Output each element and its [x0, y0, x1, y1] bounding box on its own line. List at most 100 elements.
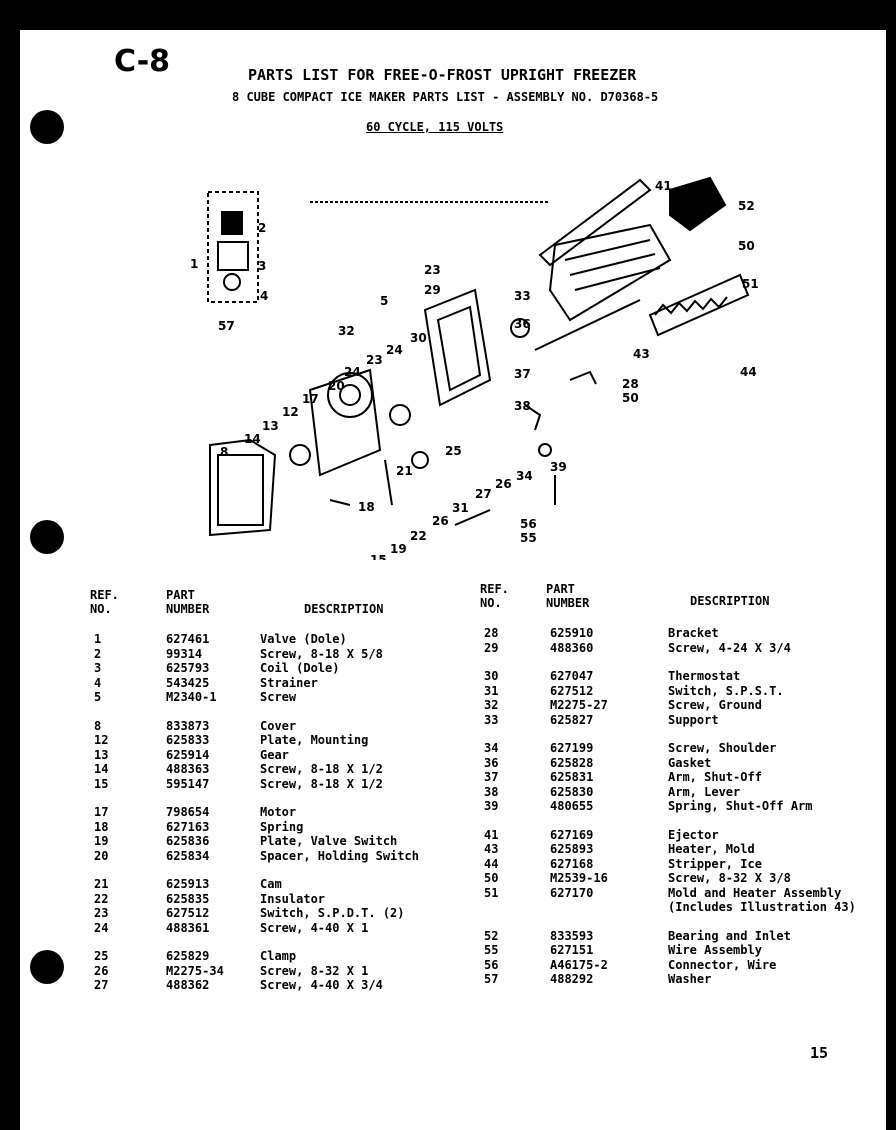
parts-sheet: C-8 PARTS LIST FOR FREE-O-FROST UPRIGHT … — [20, 30, 886, 1130]
callout-56: 56 — [520, 517, 537, 531]
cell-part: 627151 — [550, 943, 594, 957]
cell-desc: Mold and Heater Assembly — [668, 885, 842, 900]
cell-ref: 38 — [484, 784, 499, 799]
callout-24: 24 — [386, 343, 403, 357]
cell-desc: Arm, Lever — [668, 784, 741, 799]
cell-part: A46175-2 — [550, 957, 608, 972]
cell-ref: 33 — [484, 712, 499, 727]
exploded-diagram: 41 52 50 51 1 2 3 4 57 23 29 33 5 36 32 … — [190, 176, 759, 560]
cell-part: 488292 — [550, 972, 594, 986]
cell-part: 627199 — [550, 741, 594, 755]
cell-part: 627170 — [550, 885, 594, 900]
cell-desc: Screw, 8-18 X 1/2 — [260, 776, 383, 791]
cell-ref: 30 — [484, 669, 499, 683]
cell-ref: 13 — [94, 747, 109, 762]
cell-ref: 19 — [94, 834, 109, 848]
cell-part: 543425 — [166, 675, 210, 690]
cell-part: 625910 — [550, 626, 594, 640]
callout-52: 52 — [738, 199, 755, 213]
callout-5: 5 — [380, 294, 388, 308]
callout-19: 19 — [390, 542, 407, 556]
cell-ref: 18 — [94, 819, 109, 834]
cell-ref: 12 — [94, 733, 109, 747]
col-header-description: DESCRIPTION — [690, 594, 770, 608]
cell-desc: Wire Assembly — [668, 943, 762, 957]
callout-26: 26 — [432, 514, 449, 528]
cell-ref: 21 — [94, 877, 109, 891]
cell-desc: Strainer — [260, 675, 318, 690]
cell-part: 625827 — [550, 712, 594, 727]
callout-29: 29 — [424, 283, 441, 297]
cell-desc: Screw, 8-32 X 1 — [260, 963, 369, 978]
callout-43: 43 — [633, 347, 650, 361]
cell-ref: 14 — [94, 762, 109, 776]
page-subtitle: 8 CUBE COMPACT ICE MAKER PARTS LIST - AS… — [232, 90, 659, 104]
cell-part: 627512 — [550, 683, 594, 698]
cell-part: 625831 — [550, 770, 594, 784]
callout-57: 57 — [218, 319, 235, 333]
cell-desc: Connector, Wire — [668, 957, 777, 972]
cell-desc: Heater, Mold — [668, 842, 755, 856]
cell-ref: 44 — [484, 856, 499, 871]
callout-39: 39 — [550, 460, 567, 474]
cell-desc: Coil (Dole) — [260, 661, 340, 675]
callout-26: 26 — [495, 477, 512, 491]
binder-hole — [30, 110, 64, 144]
cell-ref: 32 — [484, 698, 499, 712]
cell-part: 625913 — [166, 877, 210, 891]
callout-23: 23 — [424, 263, 441, 277]
cell-part: 99314 — [166, 646, 203, 661]
callout-17: 17 — [302, 392, 319, 406]
cell-part: 627169 — [550, 827, 594, 842]
cell-ref: 2 — [94, 646, 102, 661]
cell-desc: Gasket — [668, 755, 712, 770]
callout-55: 55 — [520, 531, 537, 545]
cell-desc: Cam — [260, 877, 282, 891]
cell-ref: 3 — [94, 661, 102, 675]
cell-part: 833873 — [166, 718, 210, 733]
cell-ref: 20 — [94, 848, 109, 863]
cell-part: 627047 — [550, 669, 594, 683]
cell-part: 625836 — [166, 834, 210, 848]
cell-desc: Cover — [260, 718, 297, 733]
cell-ref: 37 — [484, 770, 499, 784]
callout-3: 3 — [258, 259, 266, 273]
callout-41: 41 — [655, 179, 672, 193]
cell-desc: Bracket — [668, 626, 719, 640]
callout-31: 31 — [452, 501, 469, 515]
cell-desc: Switch, S.P.D.T. (2) — [260, 906, 405, 920]
callout-13: 13 — [262, 419, 279, 433]
cell-part: 833593 — [550, 928, 594, 943]
cell-desc: Spring — [260, 819, 304, 834]
cell-ref: 36 — [484, 755, 499, 770]
col-header-ref: REF.NO. — [480, 582, 509, 610]
callout-44: 44 — [740, 365, 757, 379]
cell-part: 625833 — [166, 733, 210, 747]
callout-34: 34 — [516, 469, 533, 483]
page-label: C-8 — [114, 44, 171, 79]
cell-desc: Ejector — [668, 827, 719, 842]
cell-ref: 41 — [484, 827, 499, 842]
callout-18: 18 — [358, 500, 375, 514]
callout-24: 24 — [344, 365, 361, 379]
cell-ref: 51 — [484, 885, 499, 900]
cell-desc: Spacer, Holding Switch — [260, 848, 419, 863]
callout-22: 22 — [410, 529, 427, 543]
cell-part: 625834 — [166, 848, 210, 863]
callout-1: 1 — [190, 257, 198, 271]
cell-desc: Plate, Mounting — [260, 733, 369, 747]
cell-desc: Support — [668, 712, 719, 727]
cell-ref: 8 — [94, 718, 102, 733]
cell-part: 488360 — [550, 640, 594, 655]
col-header-description: DESCRIPTION — [304, 602, 384, 616]
callout-14: 14 — [244, 432, 261, 446]
cell-part: M2539-16 — [550, 871, 608, 885]
diagram-callouts: 41 52 50 51 1 2 3 4 57 23 29 33 5 36 32 … — [190, 179, 759, 560]
page-title: PARTS LIST FOR FREE-O-FROST UPRIGHT FREE… — [248, 66, 637, 84]
cell-ref: 5 — [94, 690, 102, 704]
callout-21: 21 — [396, 464, 413, 478]
cell-ref: 4 — [94, 675, 102, 690]
callout-38: 38 — [514, 399, 531, 413]
cell-desc: Screw — [260, 690, 297, 704]
